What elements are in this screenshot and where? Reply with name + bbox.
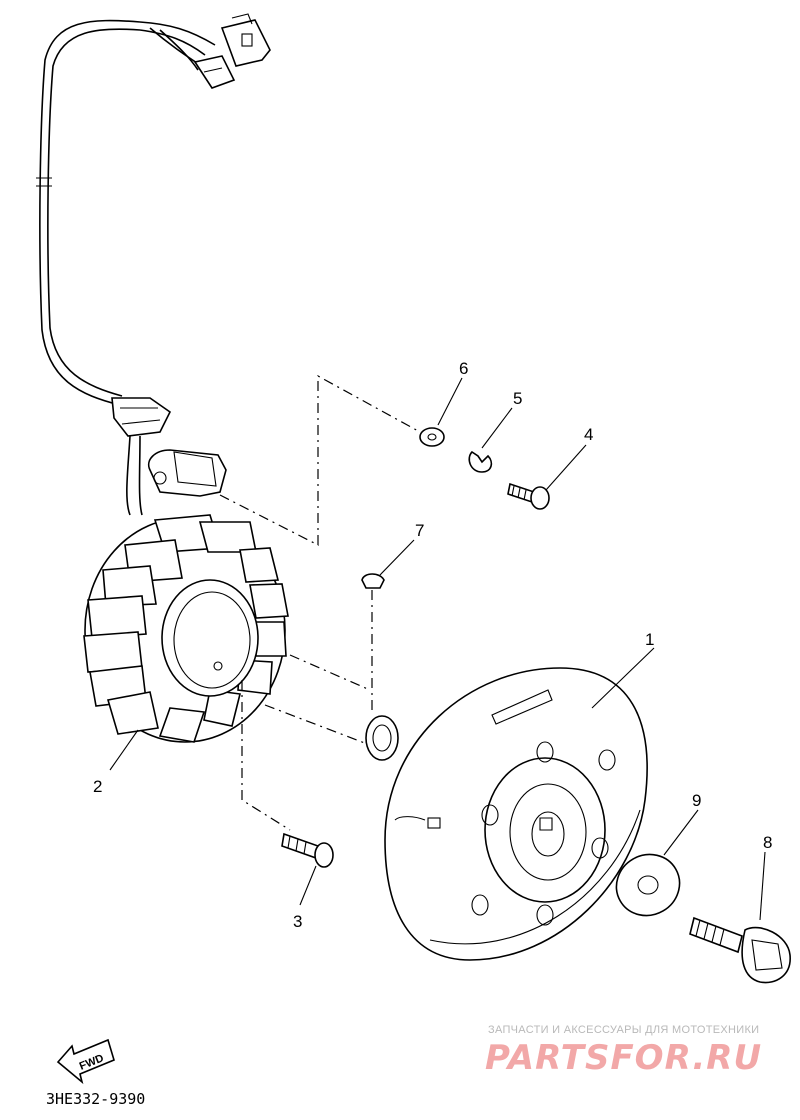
pickup-coil (148, 449, 227, 497)
screw-4 (507, 482, 550, 510)
stator-assembly (83, 514, 289, 743)
callout-8: 8 (763, 833, 772, 852)
crankshaft-end (264, 654, 399, 761)
rotor-flywheel (384, 667, 648, 961)
wire-grommet (111, 397, 172, 516)
watermark-tagline: ЗАПЧАСТИ И АКСЕССУАРЫ ДЛЯ МОТОТЕХНИКИ (488, 1024, 760, 1036)
callout-5: 5 (513, 389, 522, 408)
callout-1: 1 (645, 630, 654, 649)
forward-arrow-icon: FWD (56, 1038, 115, 1085)
callout-7: 7 (415, 521, 424, 540)
watermark-brand-logo: PARTSFOR.RU (485, 1038, 763, 1078)
diagram-code: 3HE332-9390 (46, 1090, 146, 1108)
washer-6 (419, 427, 445, 447)
washer-9 (615, 853, 681, 917)
leader-lines (109, 377, 766, 921)
callout-9: 9 (692, 791, 701, 810)
assembly-lines (219, 374, 421, 546)
callout-6: 6 (459, 359, 468, 378)
screw-3 (241, 680, 334, 868)
callout-3: 3 (293, 912, 302, 931)
callout-4: 4 (584, 425, 593, 444)
bolt-8 (689, 916, 791, 984)
callout-numbers: 1 2 3 4 5 6 7 8 9 (93, 359, 772, 931)
woodruff-key-7 (361, 573, 385, 715)
lock-washer-5 (468, 450, 493, 473)
wire-harness (36, 19, 216, 406)
callout-2: 2 (93, 777, 102, 796)
connector-upper (220, 13, 271, 67)
connector-lower (193, 55, 236, 89)
